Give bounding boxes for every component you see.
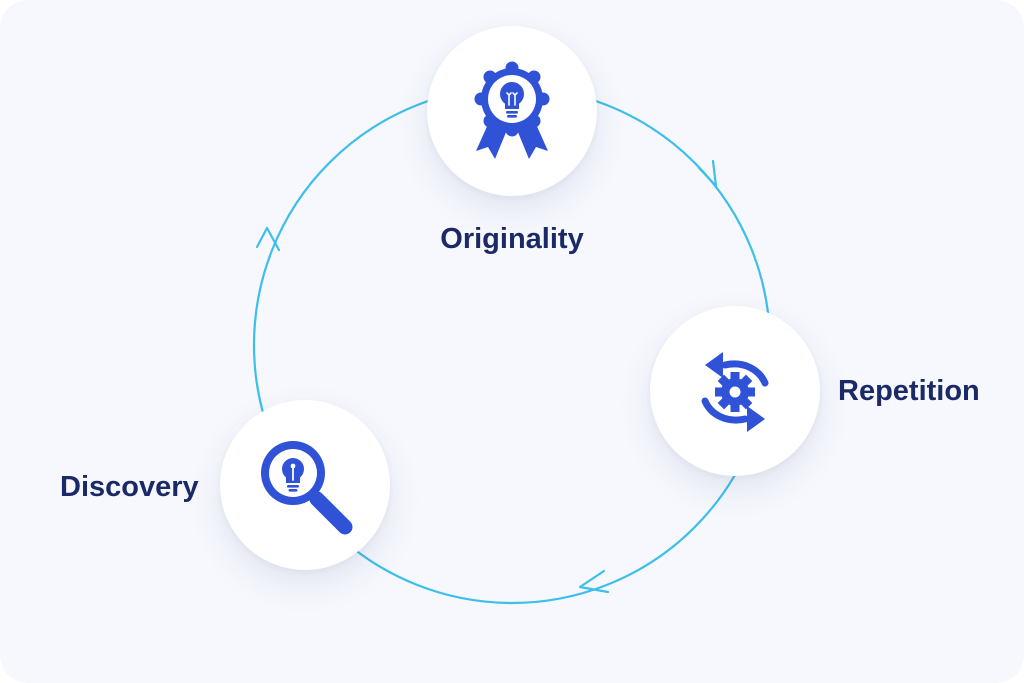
gear-refresh-icon — [701, 352, 769, 432]
arrow-discovery-to-originality — [255, 226, 281, 252]
award-lightbulb-icon — [474, 61, 550, 159]
step-label-repetition: Repetition — [838, 375, 980, 407]
arrow-repetition-to-discovery — [578, 569, 610, 594]
cycle-node-originality — [427, 26, 597, 196]
step-label-originality: Originality — [440, 223, 584, 255]
arrow-originality-to-repetition — [697, 159, 718, 188]
cycle-node-discovery — [220, 400, 390, 570]
step-label-discovery: Discovery — [60, 471, 199, 503]
cycle-node-repetition — [650, 306, 820, 476]
magnifier-lightbulb-icon — [261, 441, 353, 535]
